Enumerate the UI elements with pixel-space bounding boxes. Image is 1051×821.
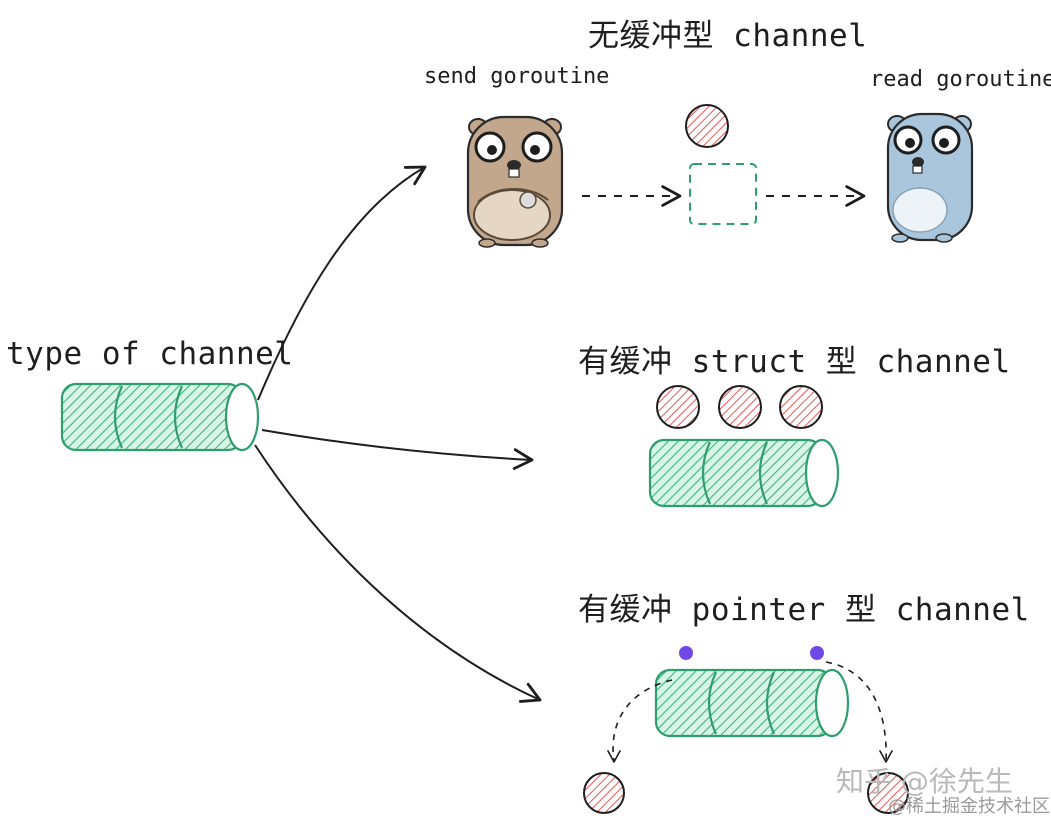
pointer-dot	[810, 646, 824, 660]
send-goroutine-label: send goroutine	[424, 64, 610, 89]
unbuffered-flow	[582, 104, 866, 225]
pointed-value-token	[583, 772, 625, 814]
struct-channel-cylinder	[648, 438, 840, 508]
read-gopher-icon	[886, 112, 974, 243]
zhihu-watermark: 知乎 @徐先生	[836, 765, 1013, 798]
arrow-to-buffered-pointer	[254, 444, 542, 703]
root-channel-cylinder	[60, 382, 260, 452]
pointer-dot	[679, 646, 693, 660]
juejin-watermark: @稀土掘金技术社区	[888, 796, 1050, 817]
buffered-pointer-title: 有缓冲 pointer 型 channel	[578, 592, 1030, 628]
struct-value-token	[718, 385, 762, 429]
arrow-to-unbuffered	[257, 165, 427, 401]
pointer-channel-cylinder	[654, 668, 850, 738]
send-gopher-icon	[466, 115, 564, 248]
read-goroutine-label: read goroutine	[870, 67, 1051, 92]
unbuffered-title: 无缓冲型 channel	[588, 18, 868, 54]
arrow-to-buffered-struct	[261, 429, 534, 470]
pointer-channel-group	[583, 646, 909, 814]
buffered-struct-title: 有缓冲 struct 型 channel	[578, 344, 1011, 380]
struct-value-token	[656, 385, 700, 429]
pointed-value-token	[867, 772, 909, 814]
root-label: type of channel	[6, 336, 294, 372]
empty-slot	[689, 163, 757, 225]
value-token	[685, 104, 729, 148]
struct-channel-group	[648, 385, 840, 508]
struct-value-token	[779, 385, 823, 429]
